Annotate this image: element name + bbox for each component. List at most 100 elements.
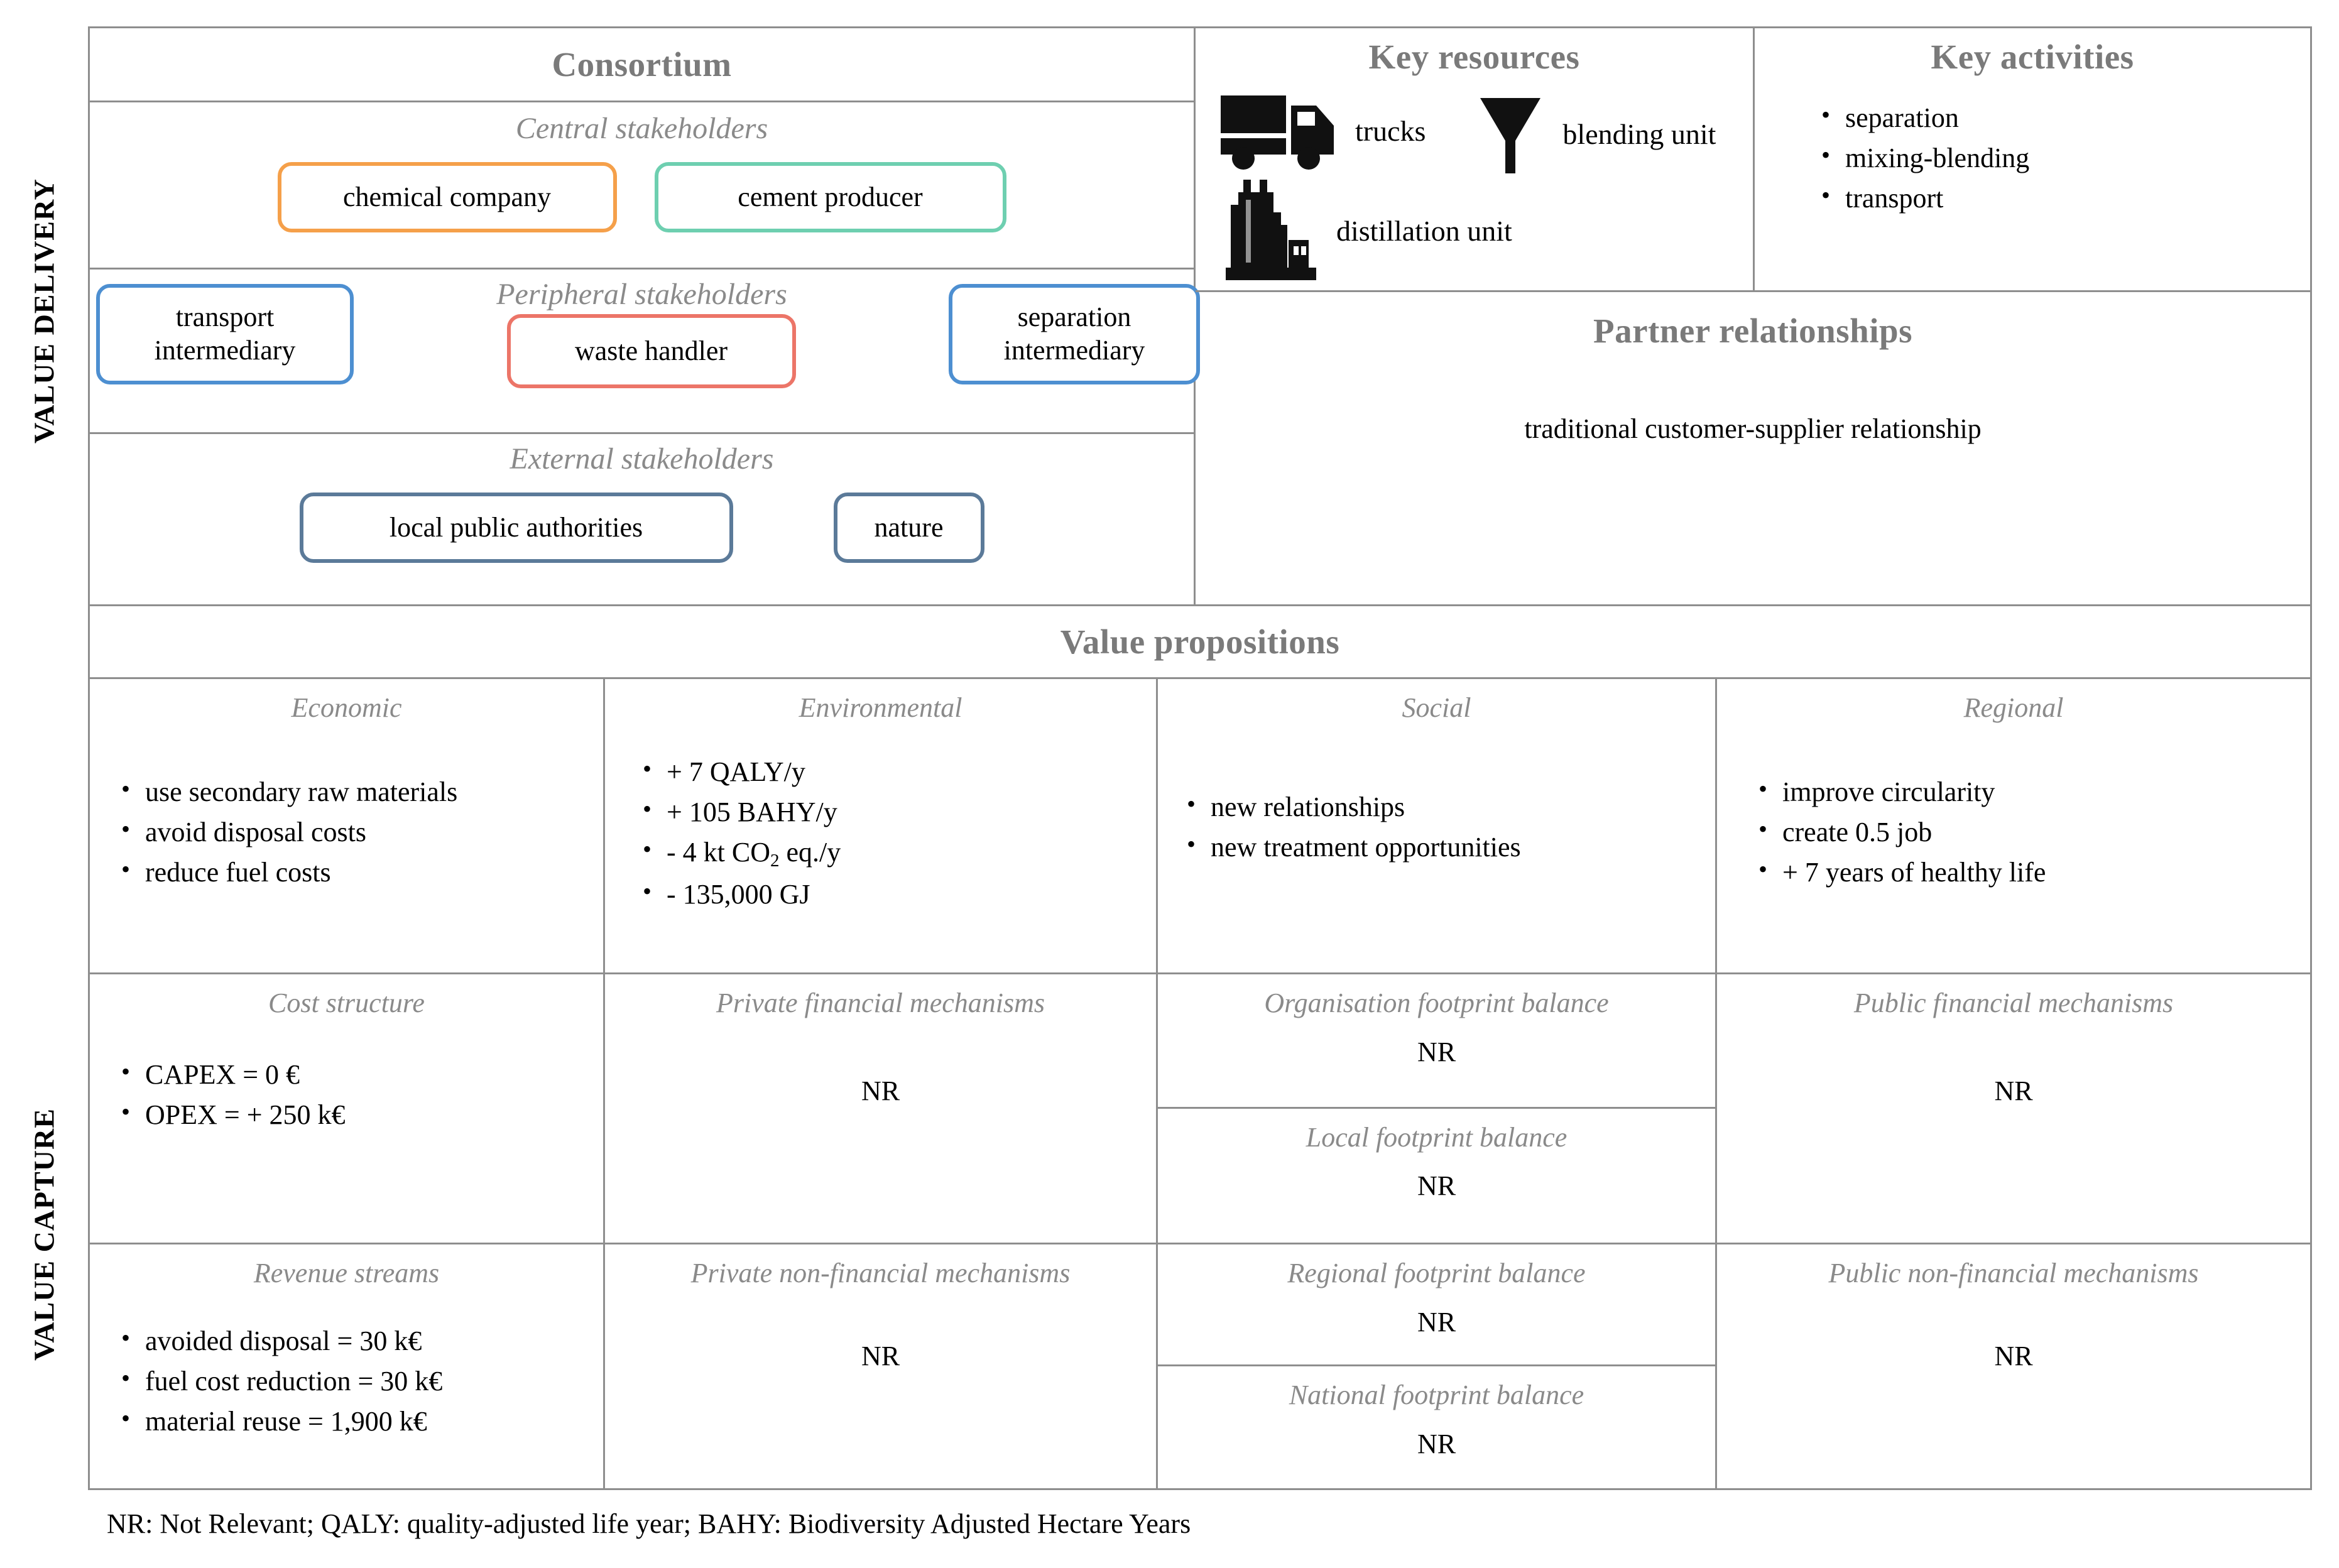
list-item: create 0.5 job [1758,811,2310,852]
partner-relationships-title: Partner relationships [1593,312,1913,350]
list-item: avoid disposal costs [121,811,603,852]
value-proposition-economic: Economic use secondary raw materials avo… [90,679,605,972]
public-non-financial-mechanisms-block: Public non-financial mechanisms NR [1717,1244,2310,1488]
list-item: fuel cost reduction = 30 k€ [121,1360,603,1402]
list-item: + 7 QALY/y [643,751,1156,792]
value-text: NR [1417,1170,1456,1202]
external-stakeholders-section: External stakeholders local public autho… [90,434,1194,604]
column-heading: Public financial mechanisms [1853,988,2174,1018]
column-heading: Social [1402,692,1471,723]
stakeholder-cement-producer[interactable]: cement producer [654,162,1006,232]
list-item: - 4 kt CO2 eq./y [643,831,1156,874]
key-activities-block: Key activities separation mixing-blendin… [1755,28,2310,290]
column-heading: Economic [291,692,402,723]
list-item: reduce fuel costs [121,851,603,893]
footprint-balance-lower-stack: Regional footprint balance NR National f… [1158,1244,1717,1488]
column-heading: Regional footprint balance [1287,1258,1586,1288]
key-resource-distillation-unit: distillation unit [1196,175,1753,288]
column-heading: Public non-financial mechanisms [1828,1258,2199,1288]
revenue-streams-block: Revenue streams avoided disposal = 30 k€… [90,1244,605,1488]
axis-label-column: VALUE DELIVERY VALUE CAPTURE [0,0,88,1568]
consortium-title-bar: Consortium [90,28,1194,102]
list-item: separation [1821,97,2310,138]
value-proposition-list: improve circularity create 0.5 job + 7 y… [1717,771,2310,893]
key-resource-label: blending unit [1562,117,1716,150]
stakeholder-label: separation intermediary [1003,302,1145,366]
revenue-streams-list: avoided disposal = 30 k€ fuel cost reduc… [90,1320,603,1442]
value-proposition-list: use secondary raw materials avoid dispos… [90,771,603,893]
column-heading: Private non-financial mechanisms [690,1258,1071,1288]
stakeholder-label: nature [874,511,944,543]
column-heading: Cost structure [268,988,425,1018]
stakeholder-transport-intermediary[interactable]: transport intermediary [96,284,354,384]
list-item: improve circularity [1758,771,2310,812]
peripheral-stakeholders-heading: Peripheral stakeholders [496,278,787,311]
stakeholder-chemical-company[interactable]: chemical company [277,162,617,232]
key-resource-blending-unit: blending unit [1469,90,1716,178]
value-text: NR [1417,1428,1456,1459]
footnote-abbreviations: NR: Not Relevant; QALY: quality-adjusted… [107,1508,1191,1539]
revenue-streams-row: Revenue streams avoided disposal = 30 k€… [90,1244,2310,1488]
list-item: - 135,000 GJ [643,873,1156,915]
value-proposition-environmental: Environmental + 7 QALY/y + 105 BAHY/y - … [605,679,1158,972]
value-propositions-title-bar: Value propositions [90,606,2310,679]
private-financial-mechanisms-block: Private financial mechanisms NR [605,974,1158,1243]
stakeholder-nature[interactable]: nature [833,493,984,563]
value-delivery-band: Consortium Central stakeholders chemical… [90,28,2310,606]
value-proposition-list: new relationships new treatment opportun… [1158,786,1715,868]
cost-structure-list: CAPEX = 0 € OPEX = + 250 k€ [90,1054,603,1135]
column-heading: Local footprint balance [1306,1121,1568,1153]
value-text: NR [1994,1075,2033,1106]
stakeholder-label: waste handler [574,335,728,366]
public-financial-mechanisms-block: Public financial mechanisms NR [1717,974,2310,1243]
resources-activities-row: Key resources [1196,28,2310,292]
value-text: NR [1417,1036,1456,1067]
value-text: NR [1994,1340,2033,1371]
footprint-balance-upper-stack: Organisation footprint balance NR Local … [1158,974,1717,1243]
cost-structure-block: Cost structure CAPEX = 0 € OPEX = + 250 … [90,974,605,1243]
list-item: material reuse = 1,900 k€ [121,1400,603,1442]
list-item: mixing-blending [1821,137,2310,178]
axis-label-value-capture: VALUE CAPTURE [28,1108,60,1361]
funnel-icon [1469,90,1551,178]
value-proposition-social: Social new relationships new treatment o… [1158,679,1717,972]
list-item: use secondary raw materials [121,771,603,812]
value-propositions-row: Economic use secondary raw materials avo… [90,679,2310,974]
list-item: + 7 years of healthy life [1758,851,2310,893]
national-footprint-balance-block: National footprint balance NR [1158,1366,1715,1488]
stakeholder-label: transport intermediary [154,302,296,366]
stakeholder-local-public-authorities[interactable]: local public authorities [299,493,733,563]
key-resource-label: distillation unit [1336,214,1512,247]
stakeholder-label: chemical company [342,181,552,212]
value-text: NR [861,1075,900,1106]
column-heading: Private financial mechanisms [716,988,1045,1018]
value-proposition-list: + 7 QALY/y + 105 BAHY/y - 4 kt CO2 eq./y… [605,751,1156,915]
list-item: new relationships [1187,786,1715,827]
right-top-stack: Key resources [1196,28,2310,604]
stakeholder-waste-handler[interactable]: waste handler [506,314,796,388]
column-heading: Revenue streams [253,1258,440,1288]
stakeholder-separation-intermediary[interactable]: separation intermediary [949,284,1200,384]
regional-footprint-balance-block: Regional footprint balance NR [1158,1244,1715,1366]
partner-relationships-block: Partner relationships traditional custom… [1196,292,2310,604]
key-resources-block: Key resources [1196,28,1755,290]
peripheral-stakeholders-section: Peripheral stakeholders transport interm… [90,270,1200,434]
list-item: + 105 BAHY/y [643,791,1156,832]
column-heading: Environmental [799,692,962,723]
value-text: NR [1417,1306,1456,1337]
truck-icon [1218,90,1344,172]
list-item: CAPEX = 0 € [121,1054,603,1095]
list-item: OPEX = + 250 k€ [121,1094,603,1135]
cost-structure-row: Cost structure CAPEX = 0 € OPEX = + 250 … [90,974,2310,1244]
column-heading: National footprint balance [1289,1380,1584,1410]
key-resources-title: Key resources [1368,38,1580,76]
external-stakeholders-heading: External stakeholders [510,442,774,476]
column-heading: Organisation footprint balance [1264,988,1609,1018]
column-heading: Regional [1963,692,2064,723]
organisation-footprint-balance-block: Organisation footprint balance NR [1158,974,1715,1109]
key-activities-title: Key activities [1931,38,2134,76]
distillation-plant-icon [1218,175,1325,288]
key-resource-trucks: trucks [1218,90,1426,172]
value-proposition-regional: Regional improve circularity create 0.5 … [1717,679,2310,972]
